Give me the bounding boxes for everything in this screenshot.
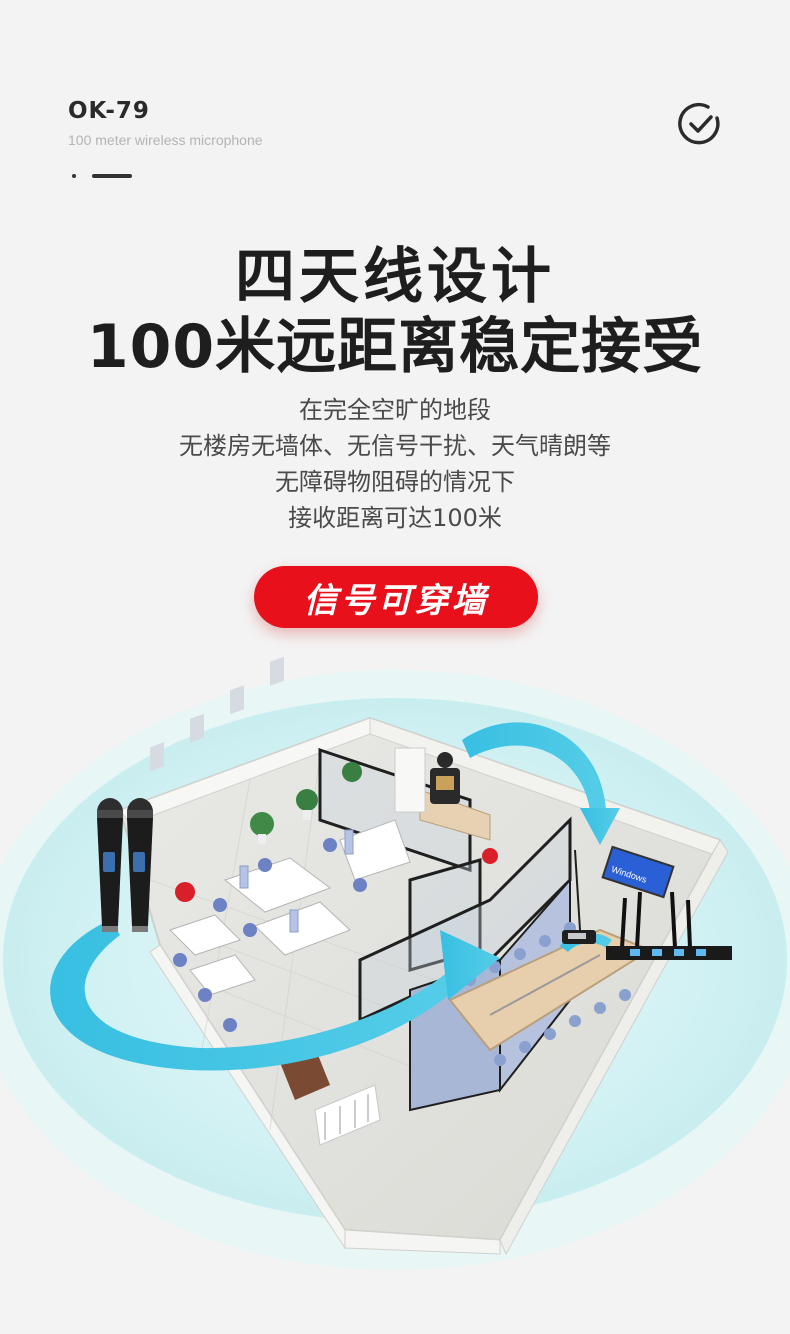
headline-line-2: 100米远距离稳定接受	[86, 312, 704, 382]
headline-line-1: 四天线设计	[235, 242, 555, 312]
receiver-unit	[606, 891, 732, 960]
badge-label: 信号可穿墙	[303, 580, 489, 621]
divider-dot	[72, 174, 76, 178]
description-line: 接收距离可达100米	[288, 504, 502, 532]
divider-dash	[92, 174, 132, 178]
brand-block: OK-79 100 meter wireless microphone	[68, 98, 263, 148]
office-signal-illustration: Windows	[0, 656, 790, 1270]
description-line: 无障碍物阻碍的情况下	[275, 468, 515, 496]
plant-icon	[250, 762, 362, 844]
model-name: OK-79	[68, 98, 150, 124]
description-line: 在完全空旷的地段	[299, 396, 491, 424]
microphone-pair	[97, 798, 153, 932]
signal-through-wall-badge: 信号可穿墙	[254, 566, 538, 628]
description: 在完全空旷的地段 无楼房无墙体、无信号干扰、天气晴朗等 无障碍物阻碍的情况下 接…	[0, 392, 790, 536]
microphone	[127, 798, 153, 932]
conference-mic	[562, 849, 596, 944]
description-line: 无楼房无墙体、无信号干扰、天气晴朗等	[179, 432, 611, 460]
microphone	[97, 798, 123, 932]
check-circle-icon	[678, 102, 720, 145]
model-subtitle: 100 meter wireless microphone	[68, 132, 263, 148]
